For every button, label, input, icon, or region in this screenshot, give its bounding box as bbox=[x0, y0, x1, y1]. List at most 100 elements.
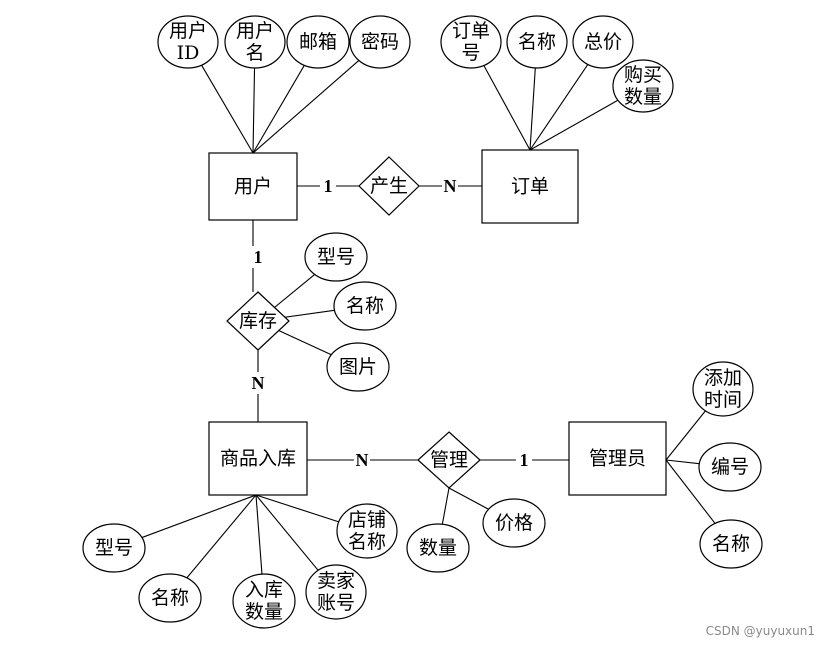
attribute-goods-model: 型号 bbox=[82, 523, 146, 573]
shape-label: 时间 bbox=[704, 389, 742, 411]
entity-user: 用户 bbox=[208, 152, 298, 221]
shape-label: 名称 bbox=[346, 295, 384, 317]
entity-box bbox=[481, 149, 579, 224]
attr-line-goods-model bbox=[141, 494, 257, 539]
attribute-ellipse bbox=[336, 503, 398, 559]
shape-label: 用户 bbox=[236, 20, 274, 42]
shape-label: 名称 bbox=[518, 31, 556, 53]
entity-admin: 管理员 bbox=[568, 421, 667, 496]
relation-produce: 产生 bbox=[358, 156, 420, 216]
attribute-ellipse bbox=[572, 15, 634, 69]
cardinality-bg bbox=[320, 175, 336, 197]
cardinality-stock-goods: N bbox=[250, 372, 266, 394]
cardinality-produce-order: N bbox=[442, 175, 458, 197]
attribute-order-name: 名称 bbox=[506, 15, 568, 69]
attribute-user-name: 用户名 bbox=[224, 15, 286, 69]
attribute-ellipse bbox=[138, 573, 202, 623]
attribute-ellipse bbox=[482, 498, 546, 548]
attribute-user-password: 密码 bbox=[349, 15, 411, 69]
shape-label: 购买 bbox=[624, 64, 662, 86]
relation-diamond bbox=[226, 291, 290, 351]
attr-line-user-email bbox=[252, 65, 305, 154]
attribute-ellipse bbox=[612, 59, 674, 113]
watermark: CSDN @yuyuxun1 bbox=[705, 624, 815, 638]
attr-line-order-no bbox=[483, 65, 531, 151]
cardinality-bg bbox=[442, 175, 458, 197]
attr-line-admin-no bbox=[665, 459, 700, 465]
shape-label: 入库 bbox=[245, 579, 283, 601]
attr-line-manage-qty bbox=[441, 487, 450, 525]
shape-label: 账号 bbox=[317, 592, 355, 614]
shape-label: 数量 bbox=[245, 601, 283, 623]
relation-diamond bbox=[358, 156, 420, 216]
attribute-ellipse bbox=[506, 15, 568, 69]
attribute-stock-image: 图片 bbox=[326, 342, 390, 392]
attribute-admin-name: 名称 bbox=[699, 519, 763, 569]
attr-line-order-qty bbox=[529, 99, 619, 151]
attribute-admin-no: 编号 bbox=[698, 442, 762, 492]
cardinality-text: 1 bbox=[520, 450, 529, 470]
cardinality-manage-admin: 1 bbox=[516, 449, 532, 471]
attr-line-goods-qty bbox=[255, 494, 263, 575]
shape-label: 名称 bbox=[151, 587, 189, 609]
shape-label: 商品入库 bbox=[220, 448, 296, 470]
shape-label: 型号 bbox=[317, 246, 355, 268]
connector-lines bbox=[141, 60, 716, 579]
shape-label: 型号 bbox=[95, 537, 133, 559]
shape-label: 用户 bbox=[234, 176, 272, 198]
attribute-manage-price: 价格 bbox=[482, 498, 546, 548]
attribute-ellipse bbox=[440, 15, 502, 69]
entity-box bbox=[208, 421, 308, 496]
cardinality-goods-manage: N bbox=[354, 449, 370, 471]
entity-box bbox=[208, 152, 298, 221]
shape-label: 名 bbox=[245, 42, 264, 64]
cardinality-user-produce: 1 bbox=[320, 175, 336, 197]
shape-label: 库存 bbox=[239, 310, 277, 332]
attribute-ellipse bbox=[698, 442, 762, 492]
entity-goods-in: 商品入库 bbox=[208, 421, 308, 496]
shape-label: 图片 bbox=[339, 356, 377, 378]
shape-label: 邮箱 bbox=[299, 31, 337, 53]
shape-label: ID bbox=[177, 42, 200, 64]
cardinality-text: 1 bbox=[254, 247, 263, 267]
cardinality-bg bbox=[516, 449, 532, 471]
diagram-shapes: 用户订单商品入库管理员产生库存管理用户ID用户名邮箱密码订单号名称总价购买数量型… bbox=[82, 15, 763, 629]
attribute-ellipse bbox=[224, 15, 286, 69]
cardinality-bg bbox=[250, 372, 266, 394]
shape-label: 数量 bbox=[419, 537, 457, 559]
attribute-ellipse bbox=[692, 361, 754, 417]
shape-label: 名称 bbox=[712, 533, 750, 555]
attribute-stock-model: 型号 bbox=[304, 232, 368, 282]
attribute-goods-name: 名称 bbox=[138, 573, 202, 623]
attribute-ellipse bbox=[699, 519, 763, 569]
attribute-ellipse bbox=[82, 523, 146, 573]
relation-stock: 库存 bbox=[226, 291, 290, 351]
attr-line-user-id bbox=[201, 64, 254, 154]
entity-order: 订单 bbox=[481, 149, 579, 224]
shape-label: 店铺 bbox=[348, 509, 386, 531]
shape-label: 添加 bbox=[704, 367, 742, 389]
attr-line-admin-name bbox=[665, 459, 716, 524]
shape-label: 密码 bbox=[361, 31, 399, 53]
attribute-ellipse bbox=[326, 342, 390, 392]
cardinality-bg bbox=[354, 449, 370, 471]
cardinality-text: N bbox=[252, 373, 265, 393]
shape-label: 编号 bbox=[711, 456, 749, 478]
shape-label: 订单 bbox=[511, 176, 549, 198]
shape-label: 用户 bbox=[169, 20, 207, 42]
cardinality-text: 1 bbox=[324, 176, 333, 196]
attribute-ellipse bbox=[349, 15, 411, 69]
shape-label: 数量 bbox=[624, 86, 662, 108]
attribute-ellipse bbox=[304, 232, 368, 282]
cardinality-user-stock: 1 bbox=[250, 246, 266, 268]
attr-line-goods-seller bbox=[255, 494, 319, 571]
attr-line-goods-name bbox=[186, 494, 257, 579]
attr-line-admin-time bbox=[665, 410, 706, 461]
shape-label: 名称 bbox=[348, 531, 386, 553]
shape-label: 管理 bbox=[430, 449, 468, 471]
